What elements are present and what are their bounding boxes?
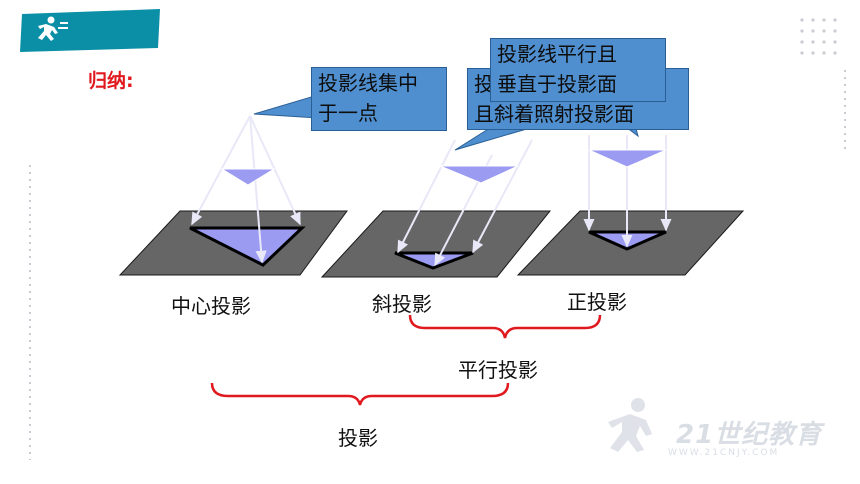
oblique-callout-line1: 投 xyxy=(474,72,494,96)
projection-brace xyxy=(210,382,510,406)
watermark-url: WWW.21CNJY.COM xyxy=(668,448,780,458)
oblique-callout-line2: 且斜着照射投影面 xyxy=(474,102,634,126)
central-shadow-triangle xyxy=(189,226,306,267)
central-ray-middle xyxy=(249,115,267,264)
watermark-runner-icon xyxy=(608,398,652,452)
parallel-callout-line2: 垂直于投影面 xyxy=(497,72,617,96)
central-ray-right xyxy=(249,115,301,226)
caption-parallel-projection: 平行投影 xyxy=(458,358,538,382)
oblique-shadow-triangle xyxy=(394,251,474,270)
central-ray-left xyxy=(191,115,251,226)
oblique-callout-pointer xyxy=(454,127,531,151)
orthographic-object-triangle xyxy=(588,149,667,168)
parallel-brace xyxy=(408,314,602,339)
central-callout-line2: 于一点 xyxy=(318,101,378,125)
caption-orthographic-projection: 正投影 xyxy=(567,290,627,314)
parallel-callout-line1: 投影线平行且 xyxy=(497,42,617,66)
oblique-object-triangle xyxy=(439,165,519,184)
caption-central-projection: 中心投影 xyxy=(171,294,251,318)
heading-summary: 归纳: xyxy=(88,70,134,92)
oblique-ray-left xyxy=(397,139,456,254)
caption-projection: 投影 xyxy=(338,426,378,450)
central-callout-pointer xyxy=(253,94,319,119)
central-callout-line1: 投影线集中 xyxy=(318,71,418,95)
watermark-brand: 21世纪教育 xyxy=(676,420,823,450)
orthographic-projection xyxy=(516,135,745,276)
oblique-projection xyxy=(320,139,552,278)
central-object-triangle xyxy=(220,168,276,186)
dot-grid-decoration xyxy=(800,18,837,55)
caption-oblique-projection: 斜投影 xyxy=(372,292,432,316)
parallel-perpendicular-callout: 投影线平行且 垂直于投影面 xyxy=(490,38,666,102)
central-projection xyxy=(118,115,348,276)
logo-banner xyxy=(20,9,160,52)
oblique-ray-right xyxy=(472,139,533,254)
runner-icon xyxy=(38,16,68,41)
central-callout: 投影线集中 于一点 xyxy=(311,67,447,131)
